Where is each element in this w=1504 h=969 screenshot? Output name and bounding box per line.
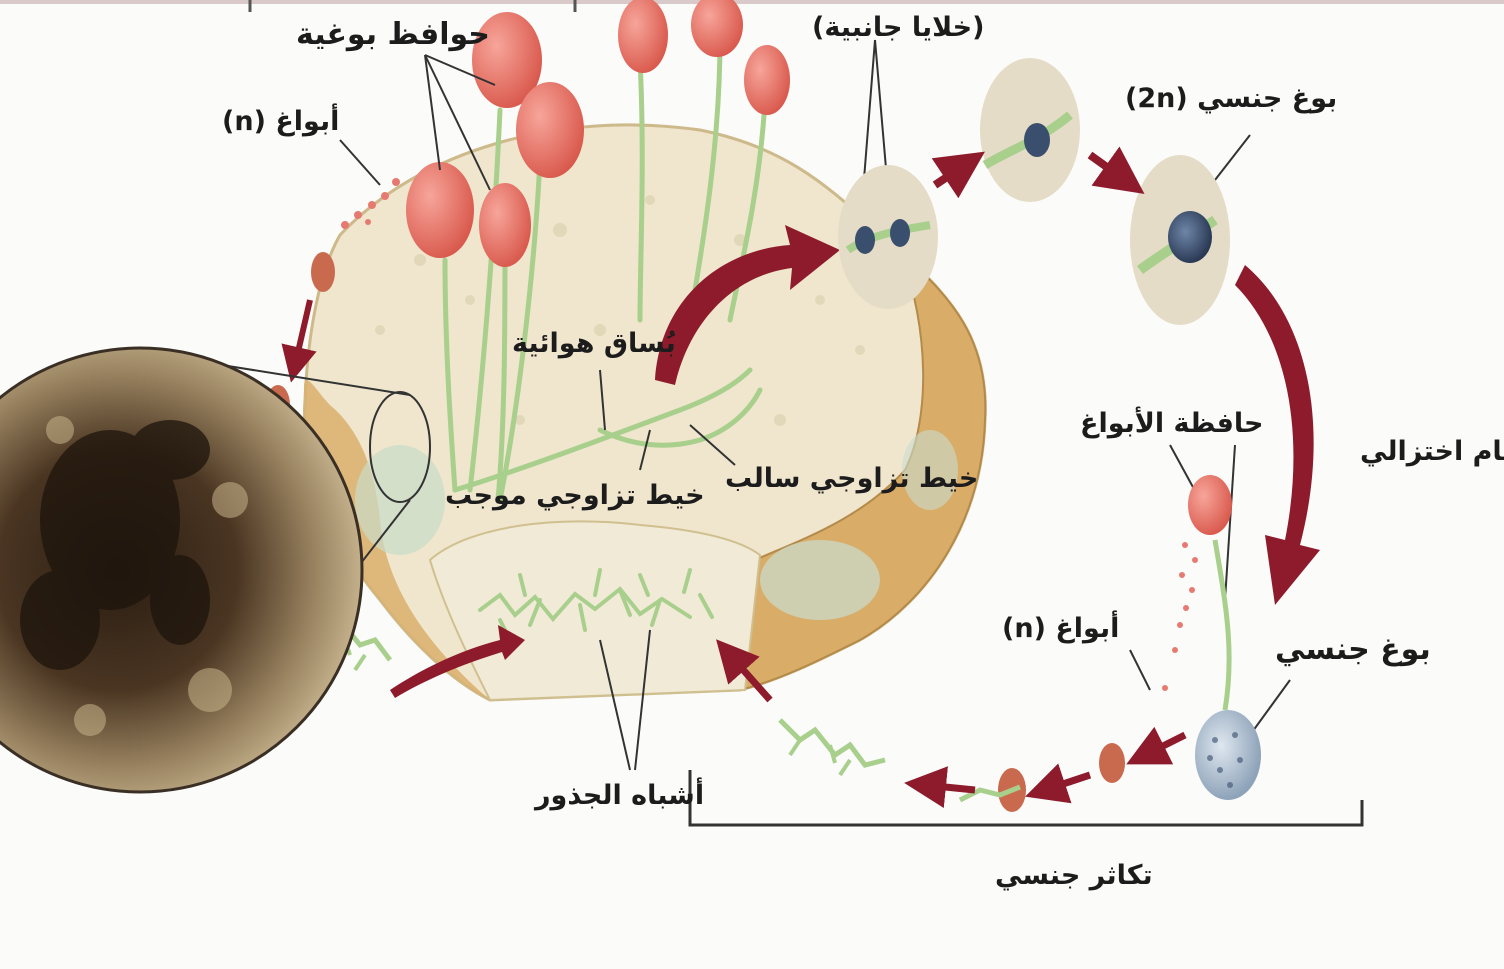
gametangia-circle — [838, 165, 938, 309]
label-sporangia: حوافظ بوغية — [296, 20, 490, 50]
label-hypha-minus: خيط تزاوجي سالب — [725, 465, 978, 492]
germinating-sporangium — [1162, 475, 1232, 710]
arrow-circle2-to-3 — [1090, 155, 1125, 180]
fusion-circle — [980, 58, 1080, 202]
zygospore-circle — [1130, 155, 1230, 325]
label-stolon: بُساق هوائية — [512, 330, 676, 357]
label-zygospore-2n: بوغ جنسي (2n) — [1125, 85, 1337, 112]
germination-sequence — [780, 720, 1125, 812]
label-spores-n-top: أبواغ (n) — [222, 108, 339, 135]
label-zygospore: بوغ جنسي — [1275, 635, 1431, 665]
rough-zygospore — [1195, 710, 1261, 800]
arrow-circle1-to-2 — [935, 165, 965, 185]
label-sporangium: حافظة الأبواغ — [1080, 410, 1263, 437]
label-hypha-plus: خيط تزاوجي موجب — [445, 482, 705, 509]
label-rhizoids: أشباه الجذور — [535, 782, 704, 809]
label-gametangia: (خلايا جانبية) — [812, 14, 984, 41]
label-spores-n-right: أبواغ (n) — [1002, 615, 1119, 642]
label-meiosis: سام اختزالي — [1360, 438, 1504, 465]
label-sexual-reproduction: تكاثر جنسي — [995, 862, 1153, 889]
sexual-reproduction-bracket — [690, 770, 1362, 825]
